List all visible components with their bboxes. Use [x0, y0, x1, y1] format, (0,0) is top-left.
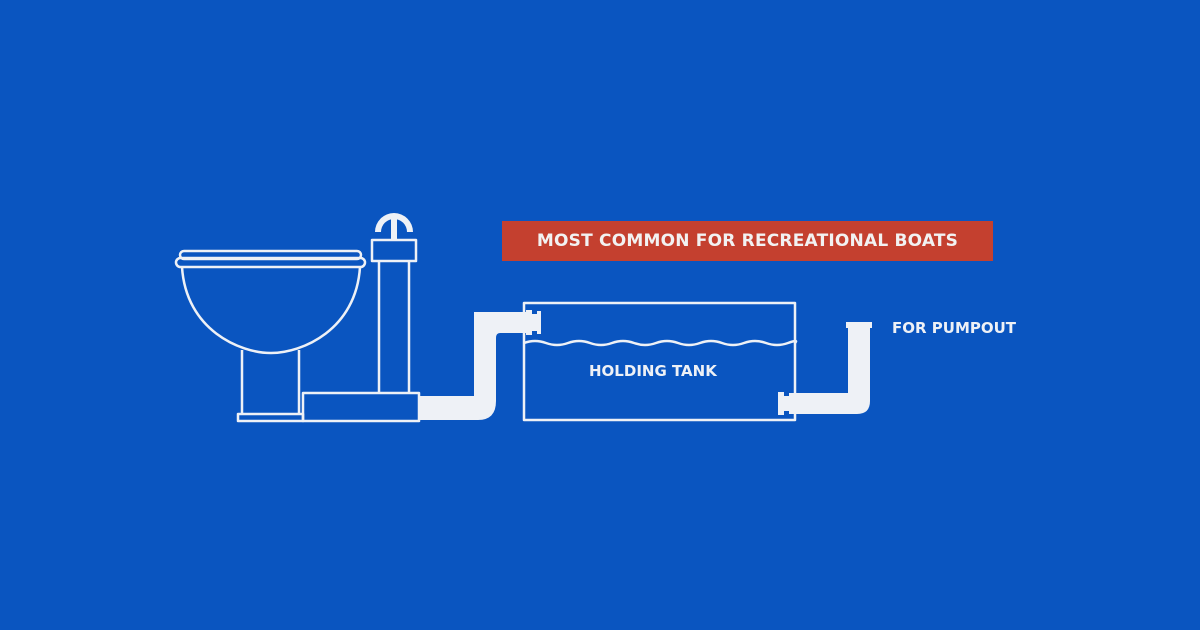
- most-common-banner: MOST COMMON FOR RECREATIONAL BOATS: [502, 221, 993, 261]
- pumpout-label: FOR PUMPOUT: [892, 319, 1017, 337]
- holding-tank-icon: [522, 301, 798, 422]
- holding-tank-label: HOLDING TANK: [589, 362, 717, 380]
- toilet-icon: [174, 249, 367, 423]
- inlet-pipe-icon: [419, 310, 541, 420]
- water-level-line: [523, 339, 798, 347]
- pumpout-pipe-icon: [778, 322, 872, 415]
- banner-text: MOST COMMON FOR RECREATIONAL BOATS: [536, 231, 959, 251]
- pump-handle-icon: [375, 213, 413, 240]
